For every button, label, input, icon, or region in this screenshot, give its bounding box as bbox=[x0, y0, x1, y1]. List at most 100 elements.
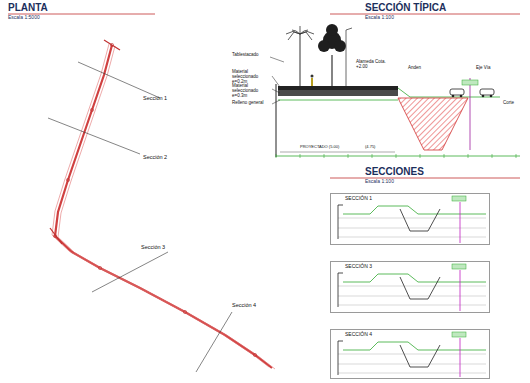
person bbox=[311, 78, 313, 86]
label-holder: SECCIONES bbox=[365, 166, 424, 177]
sheet-pile bbox=[338, 205, 343, 239]
cut-channel bbox=[398, 98, 468, 150]
scale-note: Escala 1:100 bbox=[365, 179, 394, 185]
leader-line bbox=[272, 76, 280, 87]
axis-tick bbox=[420, 154, 421, 158]
label-holder: Tablestacado bbox=[232, 53, 272, 58]
view-title: SECCIÓN TÍPICA bbox=[365, 2, 446, 13]
channel-profile bbox=[400, 277, 440, 299]
grid-line bbox=[338, 354, 486, 355]
axis-tick bbox=[516, 154, 517, 158]
tree-crown bbox=[318, 40, 330, 52]
section-cut-line bbox=[78, 62, 160, 98]
label-holder: Sección 1 bbox=[143, 95, 167, 101]
grid-line bbox=[338, 305, 486, 306]
label-holder: Alameda Cota. +2.00 bbox=[356, 60, 392, 70]
axis-tick bbox=[276, 154, 277, 158]
section-cut-line bbox=[48, 118, 140, 154]
title-underline bbox=[330, 14, 520, 15]
panel-heading: SECCIÓN 3 bbox=[345, 264, 372, 270]
label-holder: Sección 3 bbox=[141, 244, 165, 250]
section-panel: SECCIÓN 4 bbox=[330, 329, 490, 379]
label-holder: Anden bbox=[408, 66, 421, 71]
scale-note: Escala 1:5000 bbox=[8, 15, 40, 21]
leader-line bbox=[272, 100, 280, 104]
grid-line bbox=[338, 237, 486, 238]
title-underline bbox=[330, 178, 520, 179]
label-holder: Relleno general bbox=[232, 101, 272, 106]
label-holder: Eje Vía bbox=[476, 66, 491, 71]
part-label: Anden bbox=[408, 66, 421, 71]
label-holder: Material seleccionado e=0.3m bbox=[232, 84, 272, 99]
axis-tick bbox=[468, 154, 469, 158]
palm-frond bbox=[300, 26, 301, 34]
tree-crown bbox=[334, 40, 346, 52]
ground-profile bbox=[343, 206, 486, 214]
road-node bbox=[253, 353, 256, 356]
axis-tick bbox=[396, 154, 397, 158]
ground-profile bbox=[343, 274, 486, 282]
grid-line bbox=[338, 218, 486, 219]
leader-line bbox=[272, 89, 280, 93]
palm-frond bbox=[286, 31, 300, 34]
sheet-pile bbox=[276, 84, 277, 157]
label-holder: PROYECTADO (5.00) bbox=[300, 145, 339, 149]
label-holder: Sección 2 bbox=[143, 154, 167, 160]
car bbox=[480, 89, 494, 95]
section-cut-line bbox=[92, 252, 168, 292]
label-holder: Escala 1:100 bbox=[365, 179, 394, 185]
grid-line bbox=[338, 296, 486, 297]
part-label: Eje Vía bbox=[476, 66, 491, 71]
label-holder: Sección 4 bbox=[232, 302, 256, 308]
grid-line bbox=[338, 364, 486, 365]
dimension-text: (4.75) bbox=[365, 145, 375, 149]
fill-line bbox=[278, 100, 398, 101]
section-mark: Sección 2 bbox=[143, 154, 167, 160]
channel-profile bbox=[400, 345, 440, 367]
axis-tick bbox=[324, 154, 325, 158]
car-wheel bbox=[482, 95, 485, 98]
label-holder: Corte bbox=[503, 101, 514, 106]
embankment-layer bbox=[278, 90, 398, 96]
part-label: Tablestacado bbox=[232, 53, 272, 58]
road-alignment bbox=[55, 45, 272, 368]
road-surface bbox=[398, 88, 500, 97]
axis-line bbox=[460, 202, 461, 243]
section-mark: Sección 1 bbox=[143, 95, 167, 101]
scale-note: Escala 1:100 bbox=[365, 15, 394, 21]
dimension-line bbox=[280, 152, 395, 153]
axis-tick bbox=[300, 154, 301, 158]
view-title: SECCIONES bbox=[365, 166, 424, 177]
lamp-post bbox=[346, 28, 352, 86]
level-tag bbox=[452, 196, 466, 201]
axis-tick bbox=[444, 154, 445, 158]
part-label: Material seleccionado e=0.3m bbox=[232, 84, 272, 99]
section-panel: SECCIÓN 1 bbox=[330, 193, 490, 245]
label-holder: (4.75) bbox=[365, 145, 375, 149]
grid-line bbox=[338, 228, 486, 229]
panel-heading: SECCIÓN 1 bbox=[345, 196, 372, 202]
palm-trunk bbox=[299, 34, 300, 86]
sheet-pile bbox=[338, 341, 343, 375]
embankment-layer bbox=[278, 86, 398, 90]
road-node bbox=[98, 266, 101, 269]
panel-heading: SECCIÓN 4 bbox=[345, 332, 372, 338]
axis-line bbox=[470, 78, 471, 150]
level-tag bbox=[462, 80, 478, 85]
label-holder: Escala 1:100 bbox=[365, 15, 394, 21]
tree-trunk bbox=[331, 55, 332, 86]
axis-tick bbox=[492, 154, 493, 158]
road-edge bbox=[58, 46, 275, 369]
road-node bbox=[66, 178, 69, 181]
road-node bbox=[183, 310, 186, 313]
part-label: Material seleccionado e=0.2m bbox=[232, 70, 272, 85]
car-wheel bbox=[490, 95, 493, 98]
level-tag bbox=[452, 264, 466, 269]
leader-line bbox=[270, 57, 284, 62]
tree-crown bbox=[326, 24, 338, 36]
label-holder: SECCIÓN TÍPICA bbox=[365, 2, 446, 13]
section-mark: Sección 4 bbox=[232, 302, 256, 308]
car bbox=[450, 89, 464, 95]
intersection-mark bbox=[50, 228, 62, 244]
